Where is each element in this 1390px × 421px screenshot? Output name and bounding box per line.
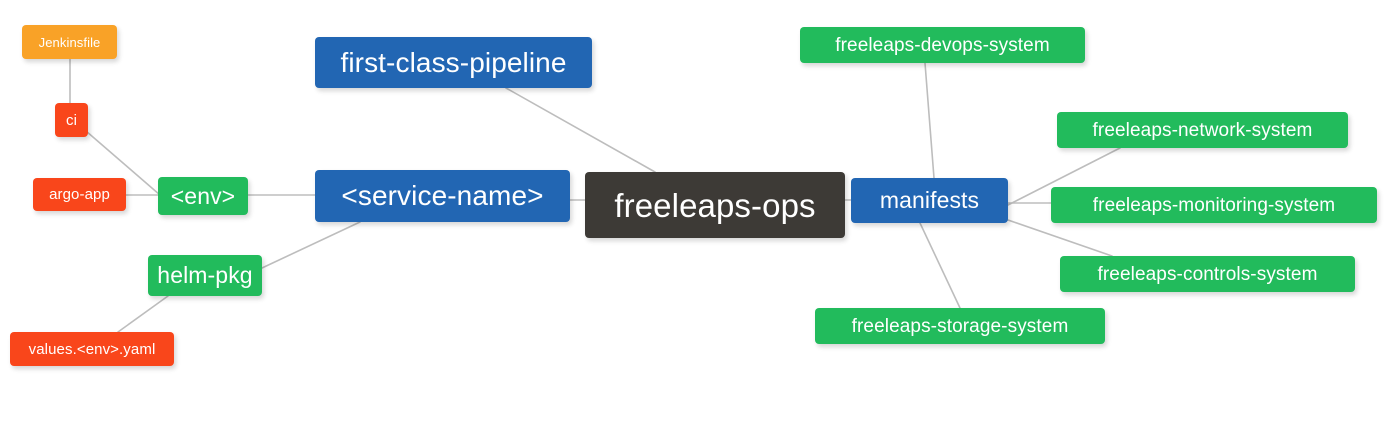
- node-label-freeleaps-ops: freeleaps-ops: [614, 186, 816, 224]
- node-service-name[interactable]: <service-name>: [315, 170, 570, 222]
- node-ci[interactable]: ci: [55, 103, 88, 137]
- node-label-values-env-yaml: values.<env>.yaml: [28, 340, 156, 358]
- node-label-first-class-pipeline: first-class-pipeline: [340, 46, 567, 78]
- node-label-network-system: freeleaps-network-system: [1092, 119, 1313, 141]
- edge-manifests-to-controls-system: [1007, 219, 1113, 257]
- node-label-helm-pkg: helm-pkg: [157, 262, 253, 288]
- edge-helm-pkg-to-values-env-yaml: [117, 295, 169, 333]
- node-controls-system[interactable]: freeleaps-controls-system: [1060, 256, 1355, 292]
- node-freeleaps-ops[interactable]: freeleaps-ops: [585, 172, 845, 238]
- node-monitoring-system[interactable]: freeleaps-monitoring-system: [1051, 187, 1377, 223]
- node-env[interactable]: <env>: [158, 177, 248, 215]
- node-manifests[interactable]: manifests: [851, 178, 1008, 223]
- node-values-env-yaml[interactable]: values.<env>.yaml: [10, 332, 174, 366]
- edge-service-name-to-helm-pkg: [261, 221, 361, 269]
- edge-manifests-to-storage-system: [919, 222, 961, 309]
- node-argo-app[interactable]: argo-app: [33, 178, 126, 211]
- node-label-argo-app: argo-app: [49, 186, 110, 203]
- node-first-class-pipeline[interactable]: first-class-pipeline: [315, 37, 592, 88]
- node-helm-pkg[interactable]: helm-pkg: [148, 255, 262, 296]
- node-label-monitoring-system: freeleaps-monitoring-system: [1092, 194, 1336, 216]
- edge-first-class-pipeline-to-freeleaps-ops: [505, 87, 656, 173]
- node-label-controls-system: freeleaps-controls-system: [1097, 263, 1318, 285]
- node-storage-system[interactable]: freeleaps-storage-system: [815, 308, 1105, 344]
- node-devops-system[interactable]: freeleaps-devops-system: [800, 27, 1085, 63]
- node-network-system[interactable]: freeleaps-network-system: [1057, 112, 1348, 148]
- node-label-devops-system: freeleaps-devops-system: [835, 34, 1050, 56]
- node-label-env: <env>: [170, 182, 236, 209]
- node-label-ci: ci: [65, 111, 78, 129]
- node-label-jenkinsfile: Jenkinsfile: [38, 34, 101, 50]
- node-label-service-name: <service-name>: [341, 180, 544, 211]
- node-label-manifests: manifests: [879, 187, 980, 213]
- node-jenkinsfile[interactable]: Jenkinsfile: [22, 25, 117, 59]
- edge-manifests-to-devops-system: [924, 62, 935, 179]
- node-label-storage-system: freeleaps-storage-system: [851, 315, 1069, 337]
